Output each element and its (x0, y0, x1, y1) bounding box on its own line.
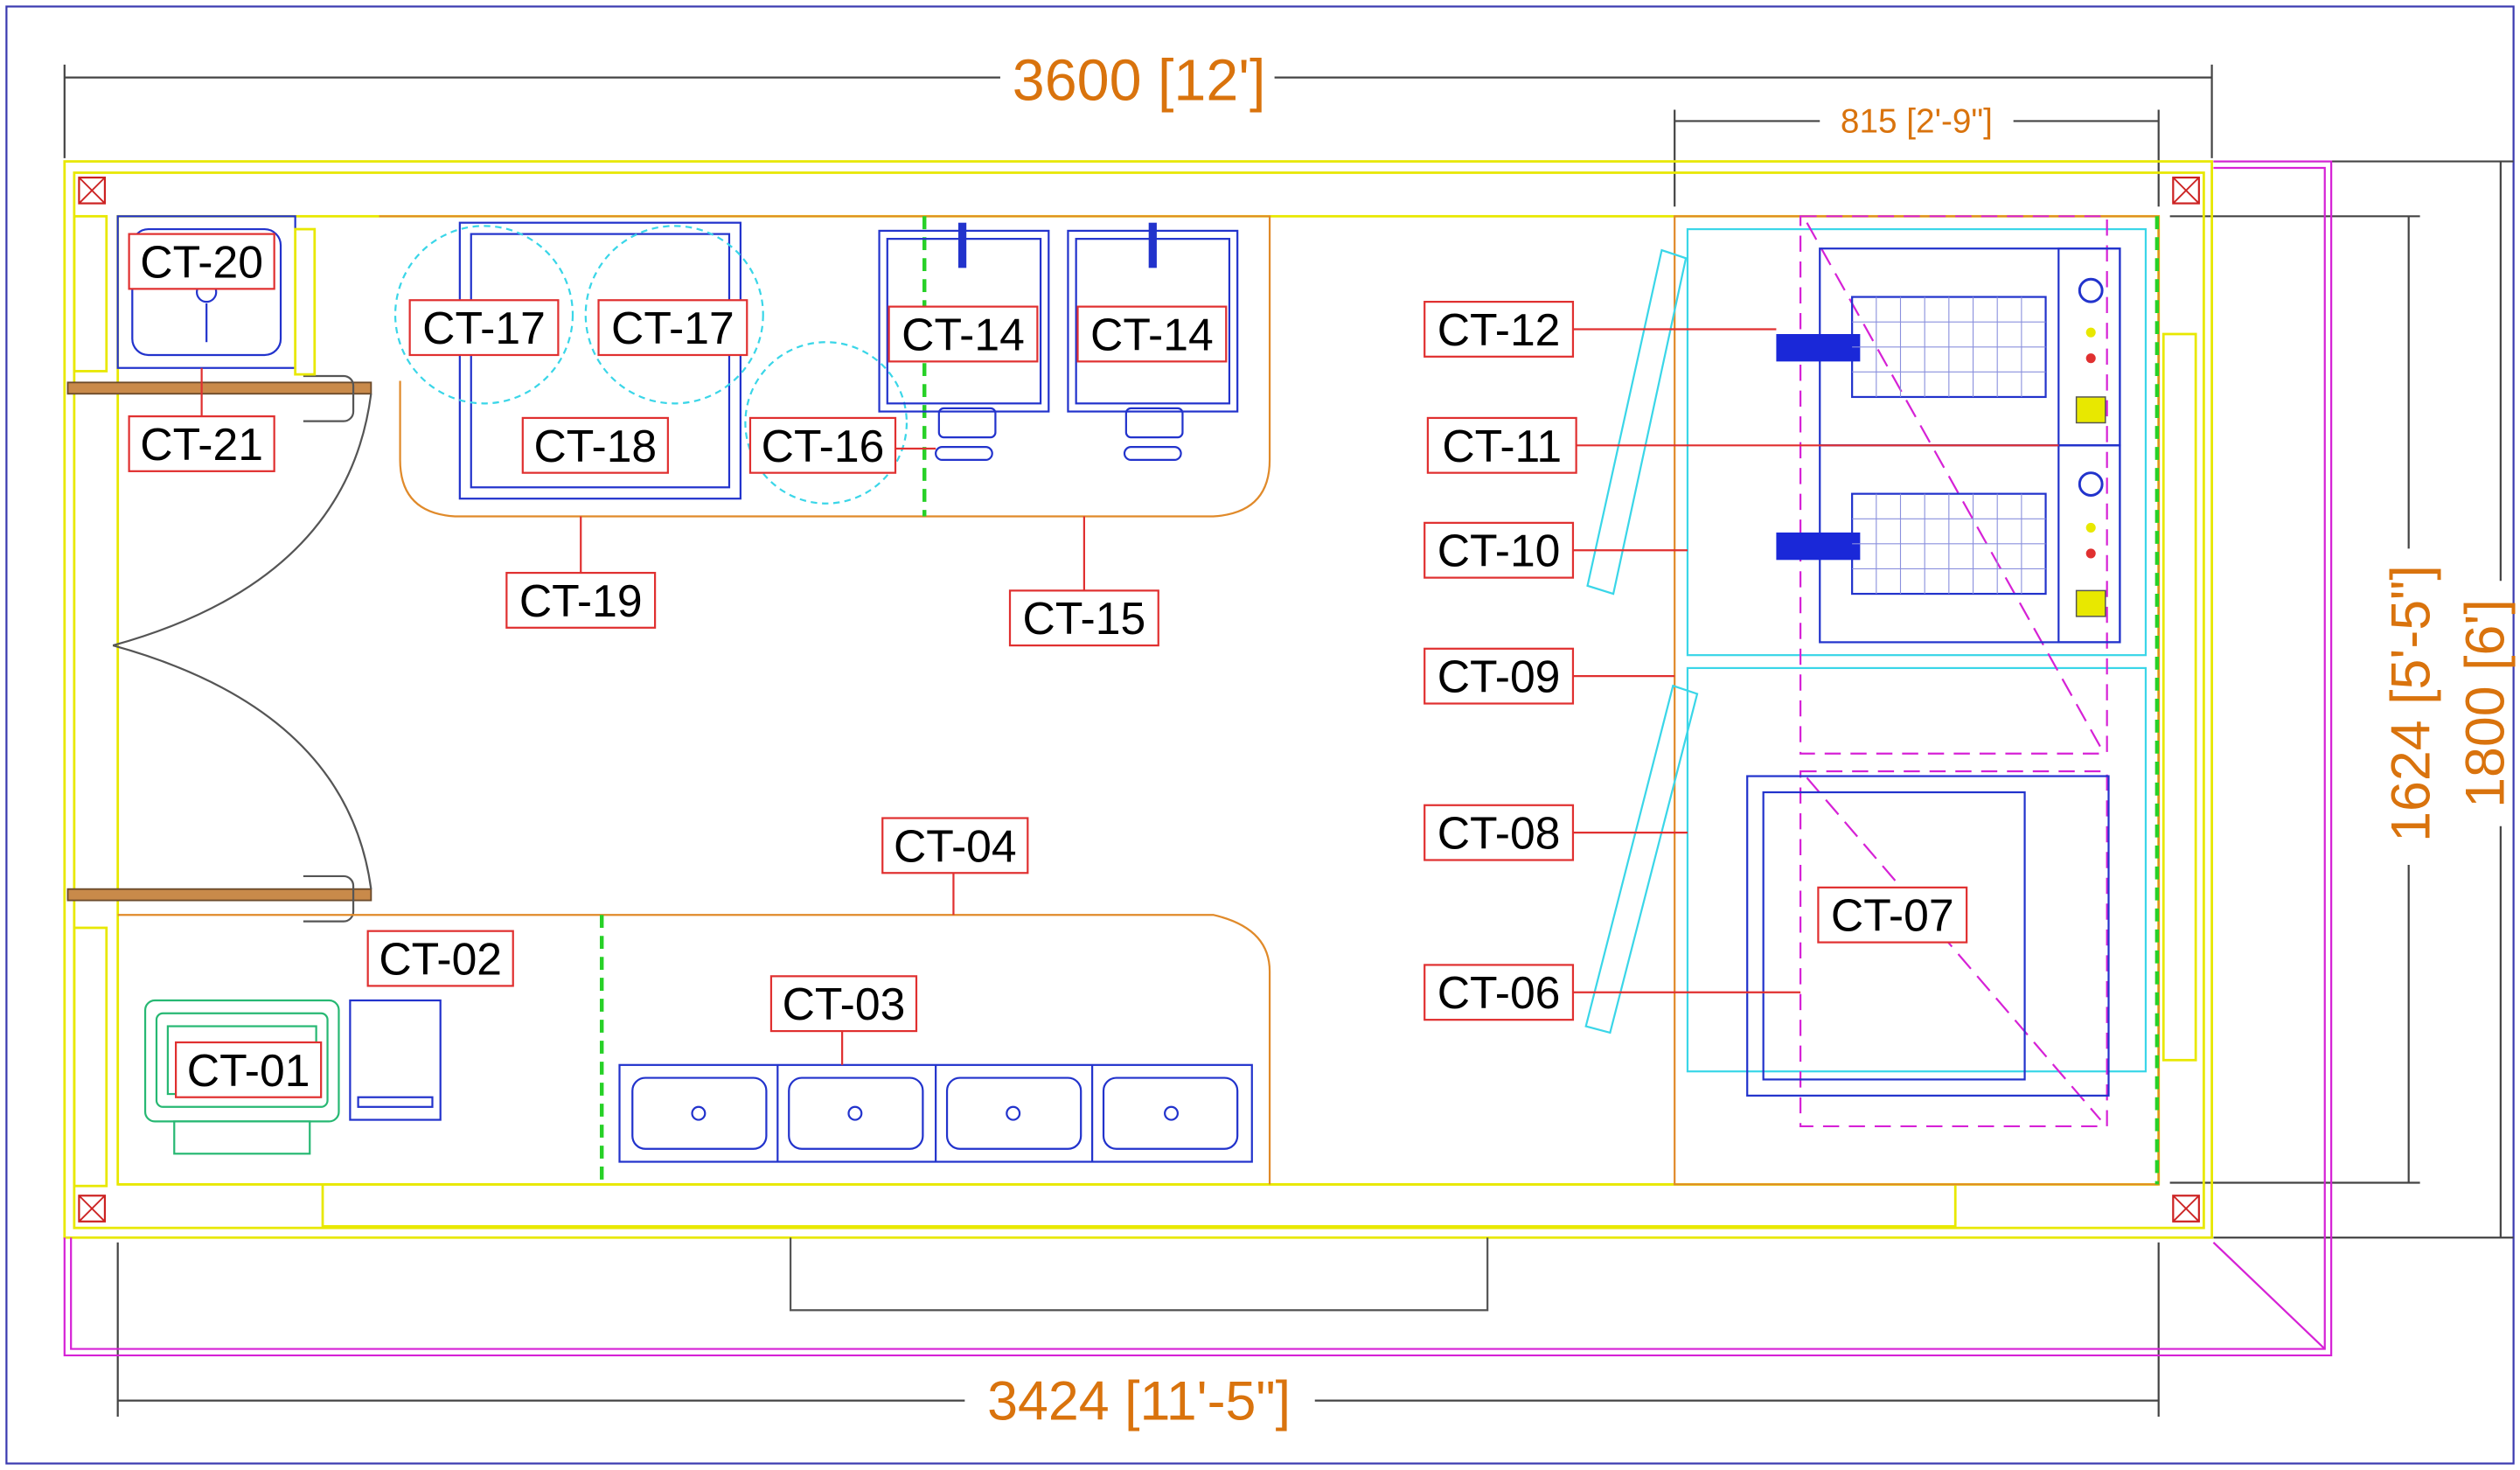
corner-casting-tl (78, 176, 107, 205)
svg-text:CT-07: CT-07 (1831, 890, 1954, 941)
corner-castings (78, 176, 2200, 1223)
sink-bowls (618, 1063, 1253, 1163)
svg-text:CT-15: CT-15 (1023, 593, 1146, 644)
svg-text:CT-11: CT-11 (1442, 421, 1562, 471)
corner-casting-bl (78, 1195, 107, 1223)
svg-text:CT-18: CT-18 (533, 421, 657, 471)
prep-table (458, 221, 741, 500)
pot-circles (393, 225, 908, 505)
label-ct-16: CT-16 (748, 416, 897, 474)
label-ct-11: CT-11 (1426, 416, 1577, 474)
svg-text:CT-20: CT-20 (140, 236, 263, 287)
fryer-left (878, 222, 1050, 462)
svg-text:CT-08: CT-08 (1438, 808, 1561, 859)
dim-overall-width-text: 3600 [12'] (1013, 48, 1266, 113)
dim-inner-width-text: 3424 [11'-5"] (987, 1371, 1291, 1432)
drawing-frame (5, 5, 2515, 1465)
svg-text:CT-04: CT-04 (894, 820, 1017, 871)
dim-top-right-width: 815 [2'-9"] (1674, 102, 2160, 207)
cash-register (143, 999, 340, 1155)
bottom-counter-outline (117, 914, 1271, 1185)
svg-text:CT-06: CT-06 (1438, 967, 1561, 1018)
svg-text:CT-14: CT-14 (1090, 309, 1214, 359)
label-ct-17-b: CT-17 (597, 299, 748, 357)
dim-inner-height: 1624 [5'-5"] (2169, 215, 2442, 1184)
svg-text:CT-10: CT-10 (1438, 526, 1561, 576)
svg-text:CT-14: CT-14 (901, 309, 1025, 359)
top-counter-outline (379, 215, 1271, 518)
label-ct-07: CT-07 (1817, 886, 1968, 944)
label-ct-06: CT-06 (1424, 964, 1575, 1021)
svg-text:CT-09: CT-09 (1438, 651, 1561, 702)
svg-text:CT-17: CT-17 (611, 303, 734, 353)
oven-grids (1852, 296, 2046, 595)
svg-text:CT-19: CT-19 (519, 575, 643, 626)
label-ct-14-a: CT-14 (888, 305, 1039, 363)
svg-text:CT-03: CT-03 (783, 979, 906, 1029)
dim-inner-width: 3424 [11'-5"] (116, 1242, 2160, 1432)
door (66, 374, 372, 923)
label-ct-15: CT-15 (1008, 589, 1159, 647)
dim-top-right-width-text: 815 [2'-9"] (1841, 102, 1993, 140)
fryer-right (1067, 222, 1239, 462)
cabinet-unit (1746, 775, 2110, 1097)
dim-inner-height-text: 1624 [5'-5"] (2381, 565, 2442, 842)
label-ct-21: CT-21 (128, 415, 275, 472)
small-equipment (349, 999, 442, 1121)
label-ct-03: CT-03 (769, 975, 918, 1033)
label-ct-17-a: CT-17 (408, 299, 560, 357)
label-ct-10: CT-10 (1424, 521, 1575, 579)
label-ct-04: CT-04 (881, 817, 1029, 874)
svg-text:CT-21: CT-21 (140, 419, 263, 470)
label-ct-01: CT-01 (175, 1041, 323, 1098)
dim-overall-width: 3600 [12'] (63, 48, 2213, 158)
corner-casting-br (2172, 1195, 2200, 1223)
svg-text:CT-01: CT-01 (187, 1045, 310, 1096)
dim-overall-height: 1800 [6'] (2213, 160, 2517, 1239)
label-ct-09: CT-09 (1424, 647, 1575, 705)
svg-text:CT-16: CT-16 (762, 421, 885, 471)
oven-upper (1776, 247, 2121, 447)
label-ct-08: CT-08 (1424, 804, 1575, 861)
label-ct-14-b: CT-14 (1076, 305, 1228, 363)
label-ct-20: CT-20 (128, 233, 275, 290)
svg-text:CT-17: CT-17 (422, 303, 546, 353)
corner-casting-tr (2172, 176, 2200, 205)
label-ct-02: CT-02 (366, 930, 514, 987)
svg-text:CT-02: CT-02 (379, 933, 502, 984)
right-block (1584, 215, 2160, 1186)
dim-overall-height-text: 1800 [6'] (2455, 599, 2517, 808)
label-ct-12: CT-12 (1424, 300, 1575, 358)
label-ct-18: CT-18 (521, 416, 669, 474)
leader-lines (200, 328, 2059, 1065)
label-ct-19: CT-19 (505, 571, 657, 629)
svg-text:CT-12: CT-12 (1438, 304, 1561, 355)
